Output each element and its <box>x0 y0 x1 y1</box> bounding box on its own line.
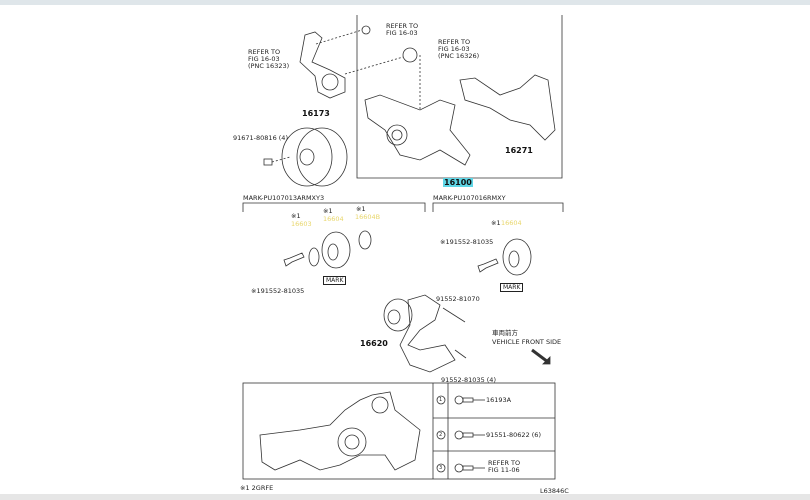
legend-num-3: 3 <box>439 465 443 471</box>
tensioner-bolt-1[interactable]: 91552-81070 <box>436 295 480 303</box>
frame-left-group <box>242 202 426 212</box>
tensioner-drawing <box>383 294 456 373</box>
refer-pnc: (PNC 16326) <box>438 52 480 60</box>
legend-num-1: 1 <box>439 397 443 403</box>
legend-num-2: 2 <box>439 432 443 438</box>
washer-a <box>308 247 320 267</box>
refer-line: REFER TO <box>248 48 281 56</box>
left-group-title: MARK-PU107013ARMXY3 <box>243 194 325 202</box>
legend-text-3[interactable]: REFER TO FIG 11-06 <box>488 460 520 474</box>
refer-pnc: (PNC 16323) <box>248 62 290 70</box>
part-16100[interactable]: 16100 <box>443 178 473 187</box>
direction-en: VEHICLE FRONT SIDE <box>492 338 562 346</box>
washer-b <box>358 230 372 250</box>
figure-id: L63846C <box>540 487 569 495</box>
tensioner-bolt-2[interactable]: 91552-81035 (4) <box>441 376 496 384</box>
inlet-pipe-drawing <box>299 31 346 99</box>
part-a[interactable]: 16603 <box>291 220 312 228</box>
right-group-title: MARK-PU107016RMXY <box>433 194 506 202</box>
part-b[interactable]: 16604 <box>323 215 344 223</box>
footnote: ※1 2GRFE <box>240 484 274 492</box>
part-16271[interactable]: 16271 <box>505 146 533 155</box>
idler-pulley-right <box>502 238 532 276</box>
pump-bolt-map-drawing <box>259 391 421 471</box>
pulley-drawing <box>281 127 348 187</box>
part-pulley-bolt[interactable]: 91671-80816 (4) <box>233 134 288 142</box>
note-c: ※1 <box>356 205 366 213</box>
legend-refer: REFER TO <box>488 459 521 467</box>
part-16100-label: 16100 <box>443 178 473 187</box>
legend-text-1[interactable]: 16193A <box>486 396 512 404</box>
legend-text-2[interactable]: 91551-80622 (6) <box>486 431 541 439</box>
gasket-drawing <box>459 74 556 141</box>
refer-line: FIG 16-03 <box>248 55 280 63</box>
frame-right-group <box>432 202 564 212</box>
front-arrow <box>531 348 549 364</box>
left-mark: MARK <box>323 276 347 285</box>
right-part[interactable]: 16604 <box>501 219 522 227</box>
frame-bottom <box>242 382 556 480</box>
pulley-bolt <box>263 158 273 166</box>
idler-pulley-left <box>321 231 351 269</box>
legend-bolt-icons <box>454 395 485 473</box>
bottom-bar <box>0 494 810 500</box>
refer-label-left[interactable]: REFER TO FIG 16-03 (PNC 16323) <box>248 49 289 70</box>
right-bolt[interactable]: ※191552-81035 <box>440 238 494 246</box>
refer-line: REFER TO <box>386 22 419 30</box>
o-ring-large <box>402 47 418 63</box>
legend-fig: FIG 11-06 <box>488 466 520 474</box>
part-16173[interactable]: 16173 <box>302 109 330 118</box>
left-bolt[interactable]: ※191552-81035 <box>251 287 305 295</box>
bolt-left <box>283 252 305 267</box>
direction-jp: 車両前方 <box>492 329 518 337</box>
refer-line: FIG 16-03 <box>386 29 418 37</box>
part-16620[interactable]: 16620 <box>360 339 388 348</box>
diagram-sheet <box>228 5 582 494</box>
water-pump-drawing <box>364 94 471 166</box>
note-a: ※1 <box>291 212 301 220</box>
part-c[interactable]: 16604B <box>355 213 381 221</box>
o-ring-small <box>361 25 371 35</box>
top-bar <box>0 0 810 5</box>
note-b: ※1 <box>323 207 333 215</box>
refer-label-oring[interactable]: REFER TO FIG 16-03 <box>386 23 418 37</box>
refer-line: FIG 16-03 <box>438 45 470 53</box>
refer-line: REFER TO <box>438 38 471 46</box>
bolt-right <box>477 258 499 273</box>
right-note: ※1 <box>491 219 501 227</box>
right-mark: MARK <box>500 283 524 292</box>
refer-label-oring-large[interactable]: REFER TO FIG 16-03 (PNC 16326) <box>438 39 479 60</box>
